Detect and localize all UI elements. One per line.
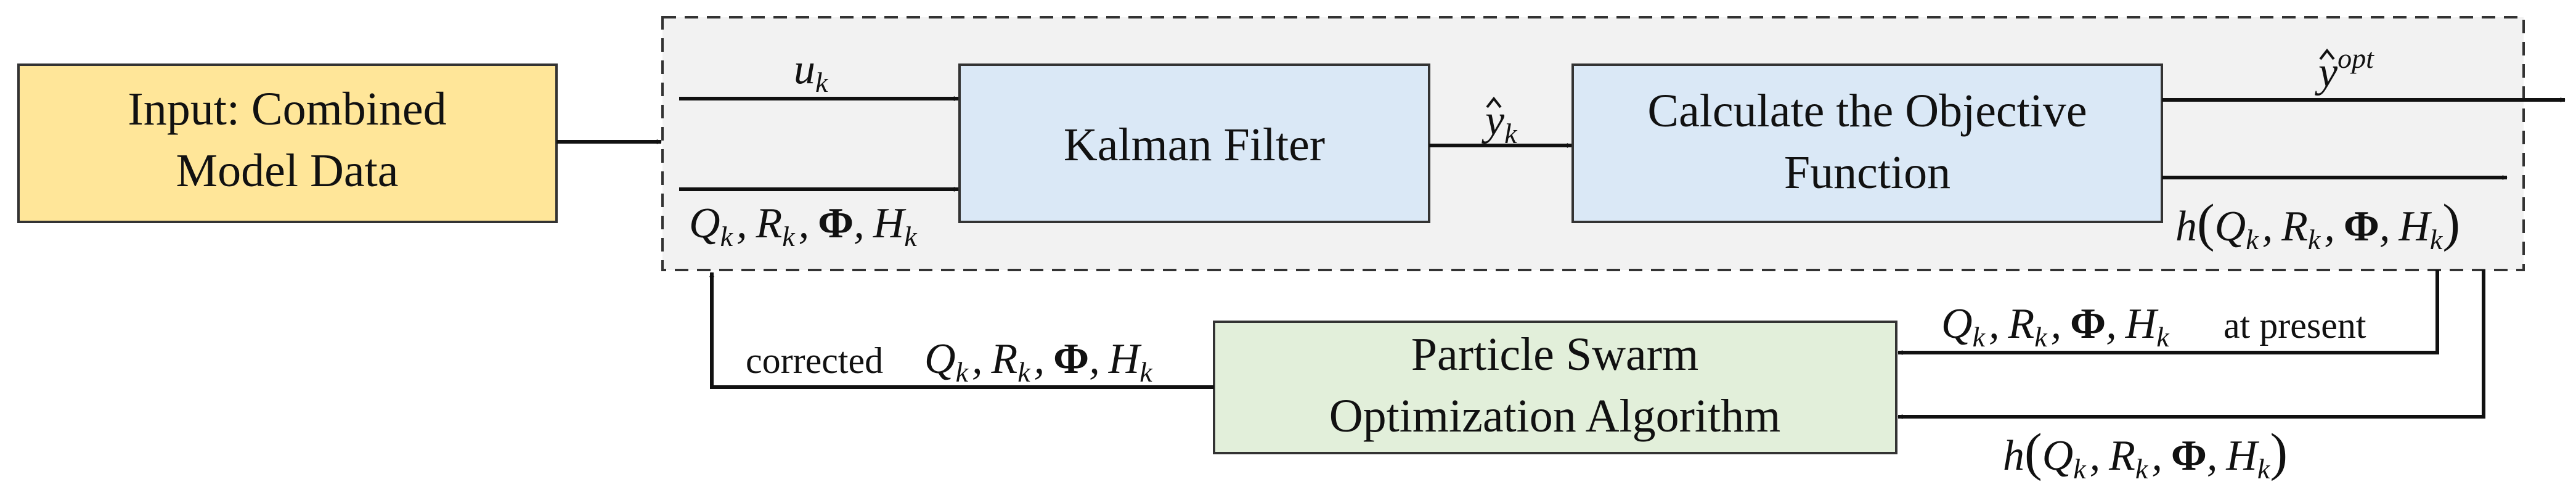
arrow-h-to-pso — [1897, 270, 2485, 419]
kalman-filter-box — [958, 63, 1430, 223]
label-h-to-pso: h(Qk,Rk,Φ,Hk) — [2003, 422, 2288, 485]
objective-function-line1: Calculate the Objective — [1647, 85, 2087, 137]
hat-y-opt — [2319, 48, 2335, 60]
label-corrected-params: Qk,Rk,Φ,Hk — [924, 335, 1153, 388]
input-box — [17, 63, 558, 223]
arrow-corrected-feedback — [709, 272, 1214, 389]
pso-line1: Particle Swarm — [1411, 329, 1698, 380]
label-params-input: Qk,Rk,Φ,Hk — [689, 200, 918, 252]
label-corrected-text: corrected — [746, 340, 883, 381]
label-at-present-text: at present — [2223, 305, 2366, 346]
input-box-line1: Input: Combined — [128, 83, 446, 135]
pso-line2: Optimization Algorithm — [1329, 390, 1781, 442]
arrow-params-present-to-pso — [1897, 270, 2439, 355]
label-u-k: uk — [794, 46, 829, 98]
objective-function-line2: Function — [1784, 147, 1950, 198]
pso-box — [1213, 321, 1897, 454]
input-box-line2: Model Data — [176, 145, 399, 197]
objective-function-box — [1571, 63, 2163, 223]
label-params-at-present: Qk,Rk,Φ,Hk — [1941, 300, 2170, 353]
hat-y-k — [1486, 96, 1502, 108]
label-y-hat-opt: yopt — [2315, 43, 2374, 96]
label-y-hat-k: yk — [1482, 97, 1518, 149]
label-h-output: h(Qk,Rk,Φ,Hk) — [2175, 193, 2460, 255]
kalman-filter-label: Kalman Filter — [1064, 119, 1325, 171]
